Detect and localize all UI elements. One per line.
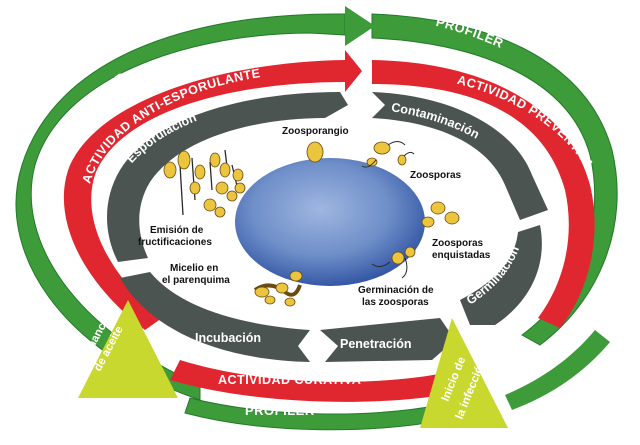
host-tissue-ellipse <box>235 158 425 286</box>
label-zoosporas-enquistadas-1: Zoosporas <box>432 238 484 249</box>
profiler-green-ring <box>15 6 618 431</box>
label-zoosporas: Zoosporas <box>410 170 462 181</box>
activity-curativa: ACTIVIDAD CURATIVA <box>218 373 361 387</box>
label-emision-1: Emisión de <box>150 225 204 236</box>
label-germinacion-zoosporas-1: Germinación de <box>358 285 434 296</box>
pathogen-structures <box>163 141 460 307</box>
label-zoosporangio: Zoosporangio <box>282 126 349 137</box>
label-germinacion-zoosporas-2: las zoosporas <box>362 297 429 308</box>
stage-incubacion: Incubación <box>195 331 261 345</box>
profiler-label-bottom: PROFILER <box>245 403 315 418</box>
stage-penetracion: Penetración <box>340 337 412 351</box>
activity-red-ring <box>63 50 595 402</box>
label-micelio-2: el parenquima <box>162 275 230 286</box>
cycle-gray-ring <box>107 92 548 362</box>
triangle-mancha-de-aceite <box>78 300 178 398</box>
triangle-inicio-infeccion <box>420 318 508 428</box>
label-zoosporas-enquistadas-2: enquistadas <box>432 250 491 261</box>
label-micelio-1: Micelio en <box>170 263 218 274</box>
label-emision-2: fructificaciones <box>138 237 212 248</box>
